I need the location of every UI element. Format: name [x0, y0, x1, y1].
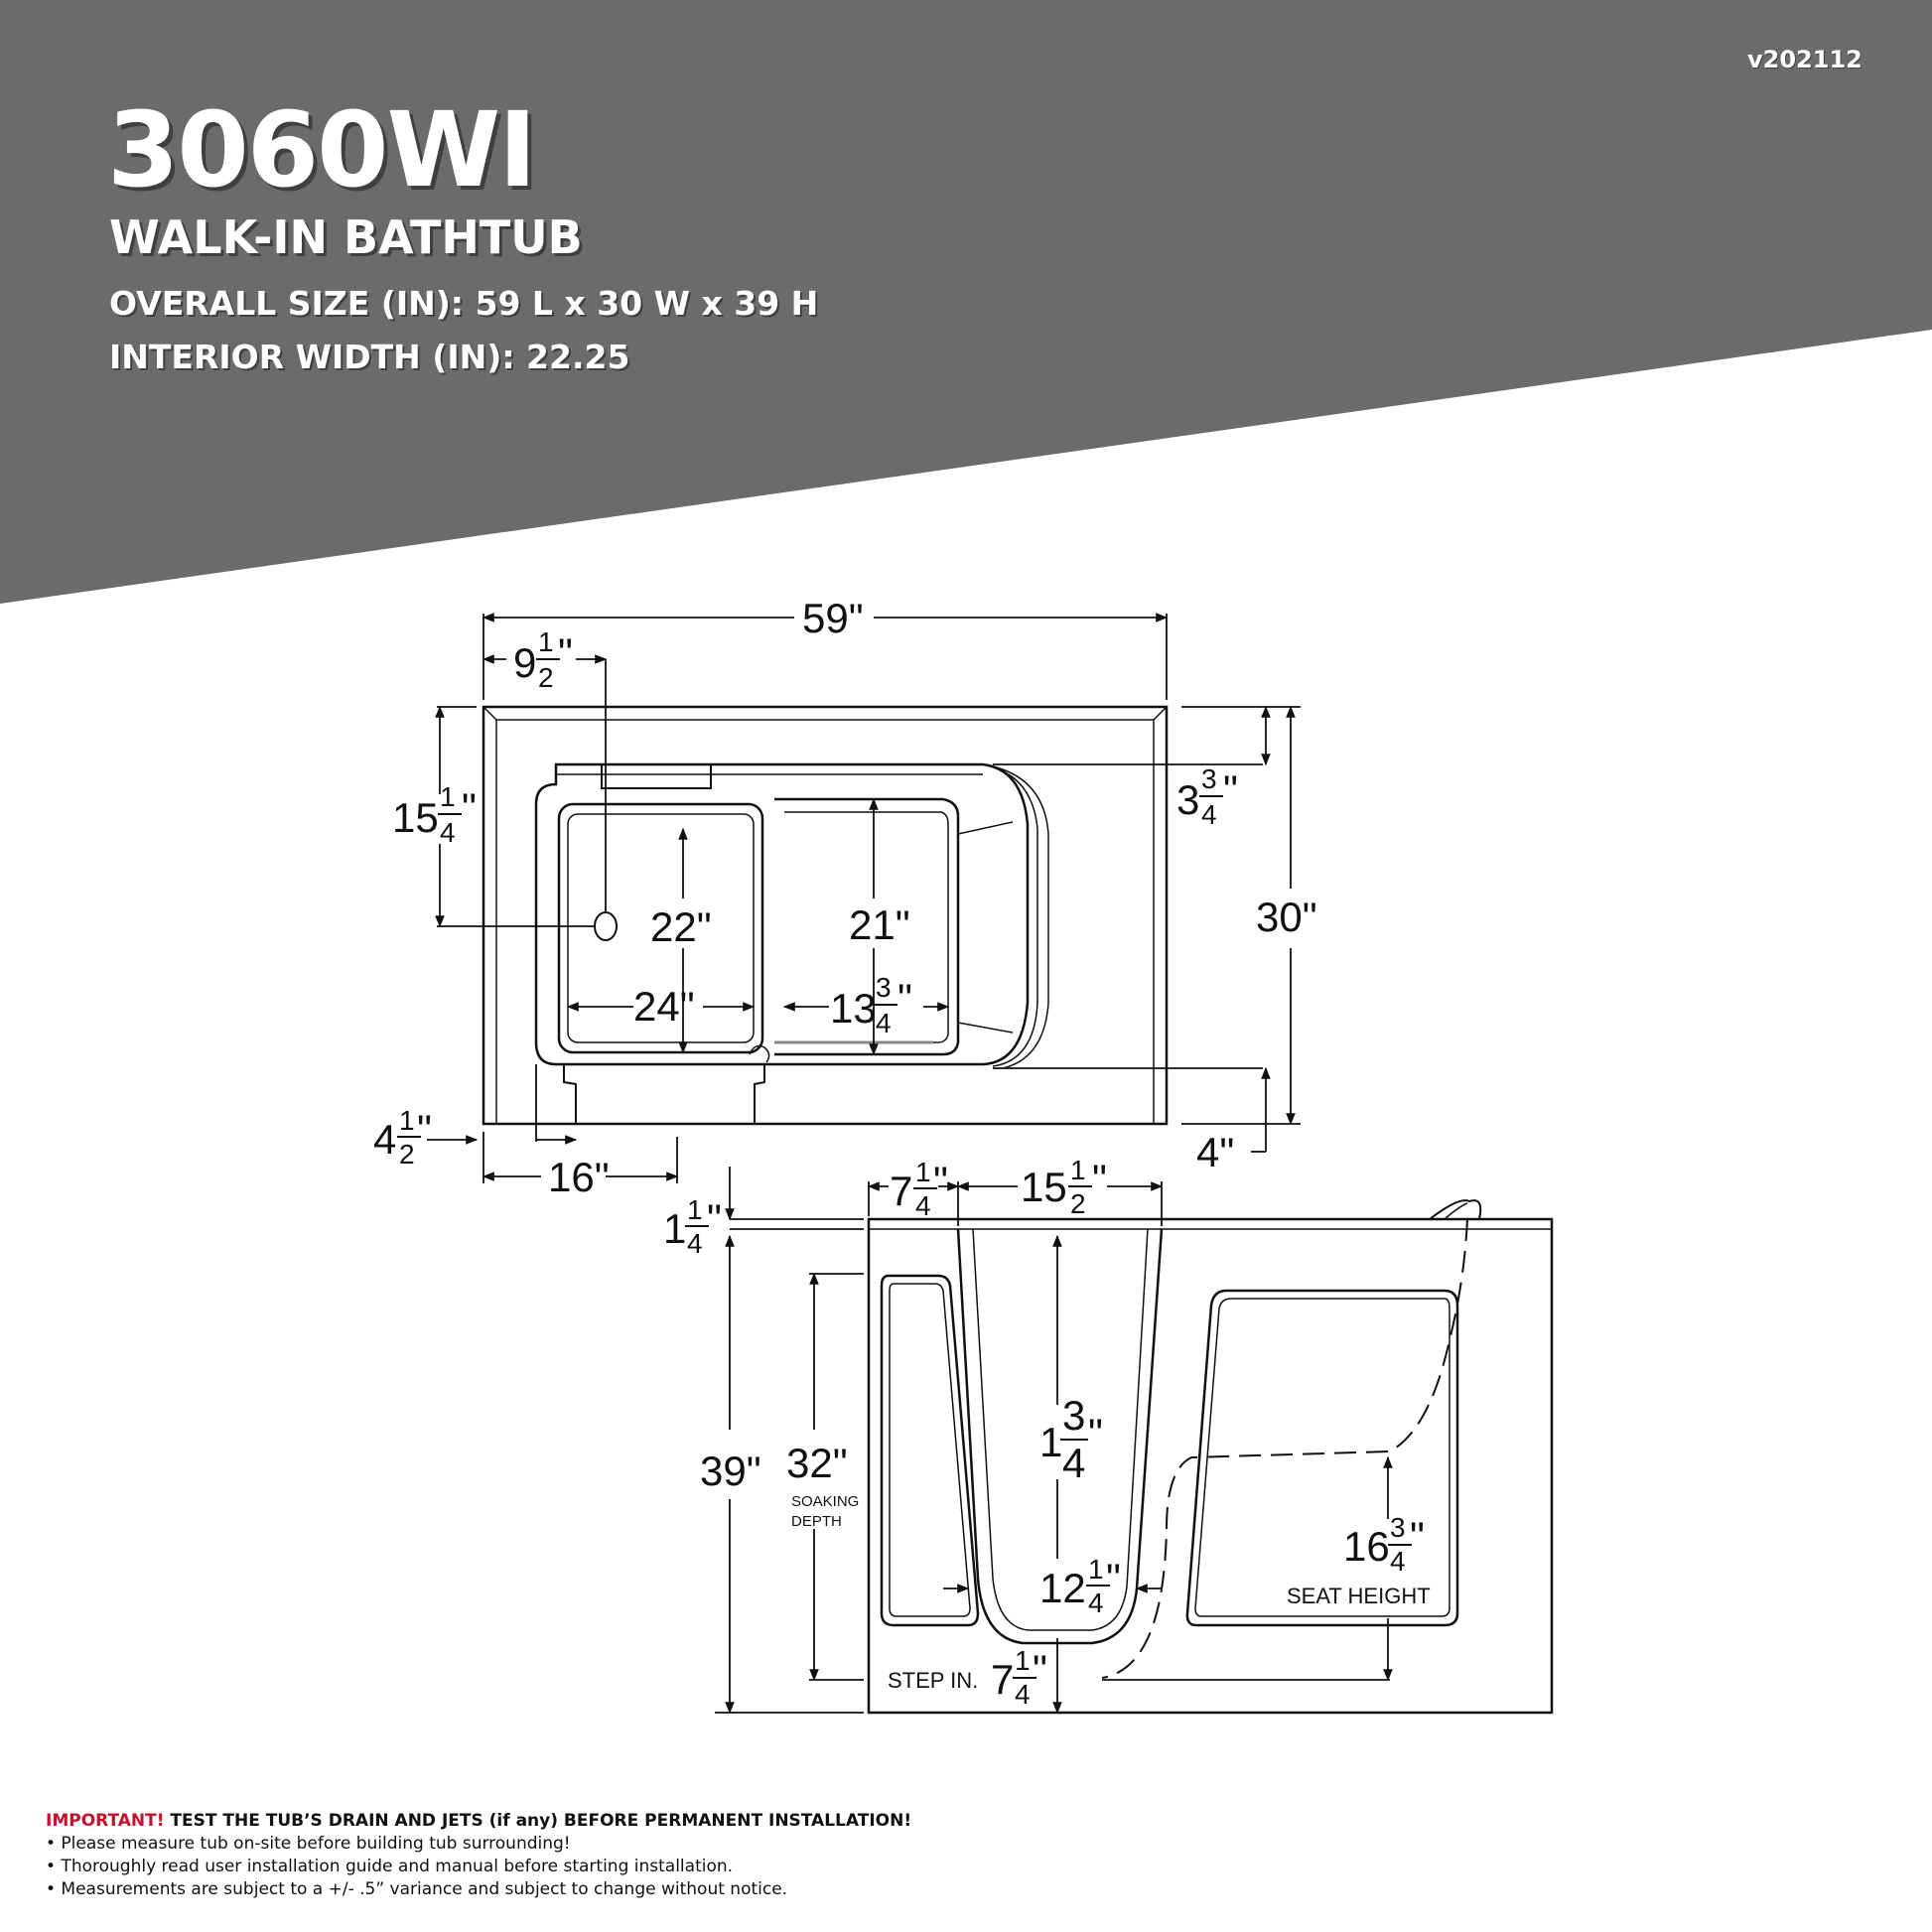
note-item: • Please measure tub on-site before buil… — [46, 1834, 571, 1854]
door-width-dimension: 16" — [548, 1154, 610, 1200]
door-opening-whole: 15 — [1021, 1164, 1067, 1210]
svg-text:1: 1 — [1070, 1155, 1086, 1185]
svg-text:1: 1 — [687, 1194, 703, 1225]
svg-text:1: 1 — [440, 781, 456, 812]
svg-text:3: 3 — [876, 972, 892, 1003]
overall-size: OVERALL SIZE (IN): 59 L x 30 W x 39 H — [109, 284, 819, 323]
soaking-label-2: DEPTH — [791, 1513, 842, 1530]
seat-height-label: SEAT HEIGHT — [1287, 1584, 1431, 1608]
step-in-label: STEP IN. — [888, 1668, 978, 1693]
svg-text:4: 4 — [440, 817, 456, 848]
front-offset-whole: 4 — [373, 1116, 396, 1163]
important-notice: IMPORTANT! TEST THE TUB’S DRAIN AND JETS… — [46, 1810, 1882, 1833]
tub-outline-side — [867, 1217, 1554, 1715]
seat-depth-dimension: 21" — [849, 901, 910, 948]
svg-text:4: 4 — [687, 1228, 703, 1259]
seat-height-whole: 16 — [1343, 1523, 1390, 1570]
svg-text:3: 3 — [1390, 1512, 1406, 1543]
svg-text:": " — [558, 629, 573, 676]
top-view — [482, 705, 1169, 1126]
side-view-labels: 7 1 4 " 15 1 2 " 1 1 4 " 39" 32" SOAKING… — [663, 1155, 1431, 1710]
top-view-labels: 59" 9 1 2 " 15 1 4 " 3 3 4 " 30" 22" 21"… — [373, 595, 1317, 1200]
svg-text:4: 4 — [915, 1190, 931, 1221]
svg-text:": " — [462, 784, 477, 831]
front-rim-dimension: 4" — [1196, 1129, 1234, 1175]
tub-outline-top — [482, 705, 1169, 1126]
svg-text:1: 1 — [915, 1157, 931, 1187]
door-step-top — [563, 1064, 765, 1124]
svg-text:4: 4 — [1062, 1440, 1085, 1486]
installation-notes: IMPORTANT! TEST THE TUB’S DRAIN AND JETS… — [46, 1810, 1882, 1901]
soaking-depth-dimension: 32" — [786, 1440, 848, 1486]
drain-offset-whole: 9 — [513, 639, 536, 686]
svg-text:3: 3 — [1201, 763, 1217, 794]
door-gap-whole: 12 — [1039, 1565, 1086, 1611]
side-view-dimensions — [715, 1167, 1393, 1715]
width-dimension: 30" — [1256, 894, 1317, 940]
soaking-label-1: SOAKING — [791, 1493, 859, 1510]
height-dimension: 39" — [700, 1448, 761, 1494]
svg-text:4: 4 — [1201, 799, 1217, 830]
basin-width-dimension: 24" — [633, 983, 695, 1030]
seat-width-whole: 13 — [830, 985, 877, 1032]
product-subtitle: WALK-IN BATHTUB — [109, 210, 583, 264]
svg-text:": " — [1033, 1646, 1047, 1693]
svg-text:": " — [897, 975, 912, 1022]
door-frame-whole: 7 — [890, 1168, 912, 1214]
svg-text:": " — [1088, 1410, 1103, 1456]
basin-depth-dimension: 22" — [650, 903, 712, 950]
version-code: v202112 — [1747, 46, 1863, 73]
svg-text:1: 1 — [1088, 1554, 1104, 1585]
svg-text:1: 1 — [399, 1105, 415, 1136]
rim-back-whole: 3 — [1176, 776, 1199, 823]
note-item: • Thoroughly read user installation guid… — [46, 1857, 734, 1876]
svg-text:": " — [1410, 1513, 1425, 1560]
door-thickness-whole: 1 — [1039, 1419, 1062, 1465]
seat-side — [1185, 1289, 1459, 1627]
seat-top — [774, 797, 960, 1056]
step-in-whole: 7 — [991, 1656, 1014, 1703]
svg-text:": " — [1106, 1555, 1121, 1601]
svg-text:": " — [1223, 766, 1238, 813]
top-view-dimensions — [427, 613, 1301, 1183]
svg-text:2: 2 — [399, 1139, 415, 1170]
svg-text:": " — [1092, 1156, 1107, 1202]
svg-text:1: 1 — [538, 626, 554, 657]
svg-text:": " — [417, 1106, 432, 1153]
svg-text:3: 3 — [1062, 1392, 1085, 1439]
drain-depth-whole: 15 — [392, 794, 439, 841]
interior-width: INTERIOR WIDTH (IN): 22.25 — [109, 338, 630, 376]
length-dimension: 59" — [802, 595, 864, 641]
svg-text:2: 2 — [538, 662, 554, 693]
banner-shape — [0, 0, 1932, 604]
model-number: 3060WI — [107, 89, 537, 210]
door-panel-side — [880, 1274, 980, 1627]
svg-text:": " — [933, 1158, 948, 1204]
drain — [594, 911, 618, 941]
svg-text:4: 4 — [1390, 1546, 1406, 1577]
basin-top — [557, 802, 764, 1054]
svg-text:4: 4 — [1088, 1587, 1104, 1618]
important-text: TEST THE TUB’S DRAIN AND JETS (if any) B… — [164, 1811, 912, 1831]
svg-text:4: 4 — [876, 1008, 892, 1038]
svg-text:": " — [707, 1195, 722, 1242]
side-view — [867, 1199, 1554, 1715]
header-banner — [0, 0, 1932, 604]
seat-profile-dashed — [1101, 1218, 1468, 1679]
svg-text:4: 4 — [1015, 1679, 1031, 1710]
important-word: IMPORTANT! — [46, 1811, 165, 1831]
rim-whole: 1 — [663, 1205, 686, 1252]
svg-text:1: 1 — [1015, 1645, 1031, 1676]
note-item: • Measurements are subject to a +/- .5” … — [46, 1879, 788, 1899]
interior-shell-top — [534, 762, 1030, 1066]
svg-text:2: 2 — [1070, 1188, 1086, 1219]
